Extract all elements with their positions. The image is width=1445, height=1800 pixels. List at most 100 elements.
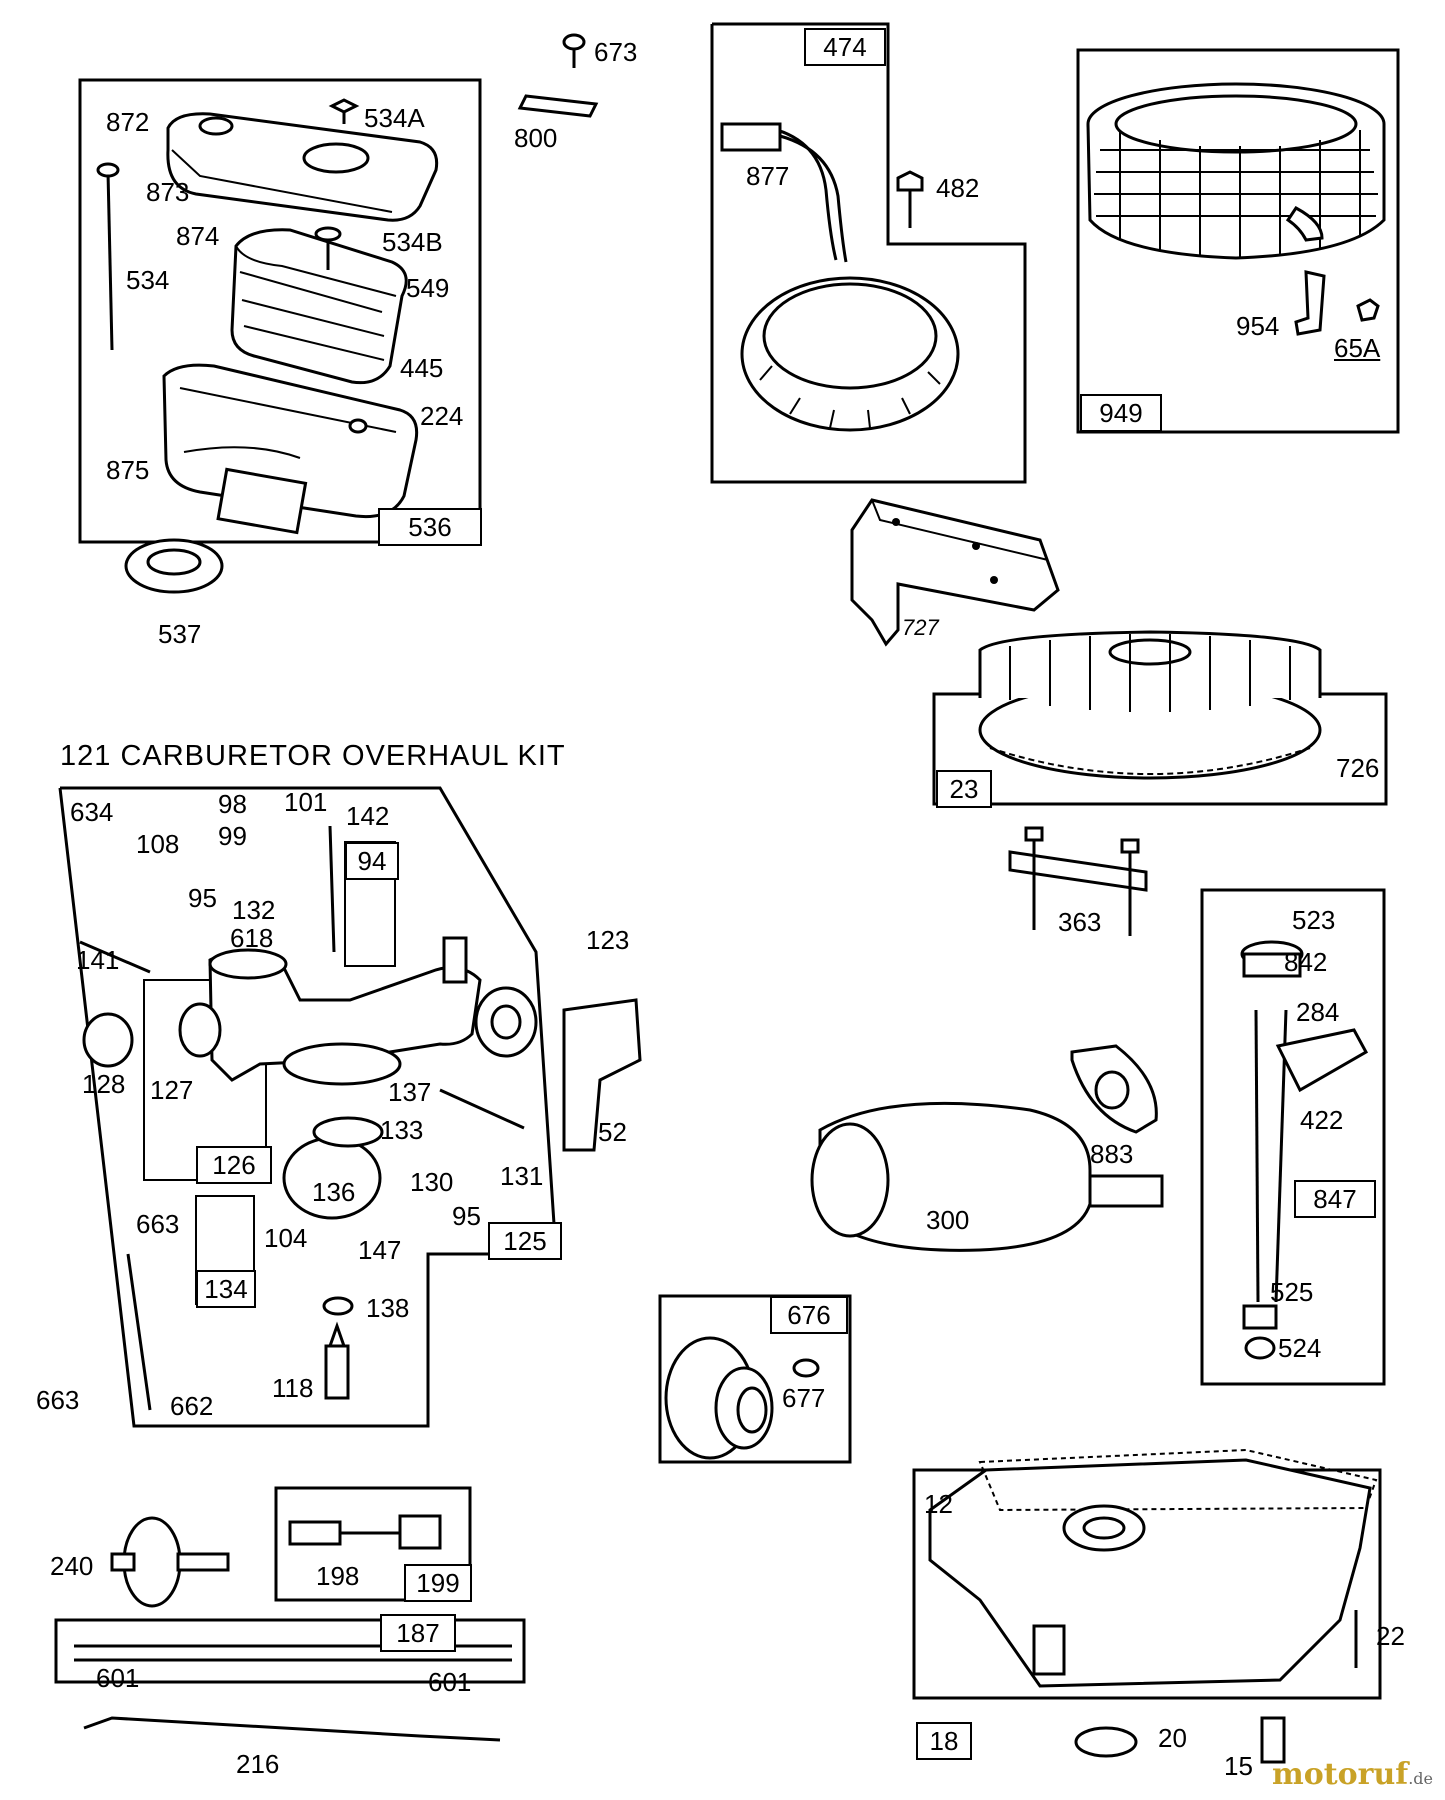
callout-727: 727 [902, 615, 939, 640]
callout-601-right: 601 [428, 1667, 472, 1697]
needle-valve-118-drawing [324, 1321, 350, 1400]
callout-224: 224 [420, 401, 464, 431]
callout-132: 132 [232, 895, 276, 925]
watermark-tld: .de [1408, 1769, 1433, 1788]
callout-534b: 534B [382, 227, 443, 257]
screw-673-drawing [562, 33, 586, 68]
callout-20: 20 [1158, 1723, 1187, 1753]
callout-445: 445 [400, 353, 444, 383]
link-216-drawing [83, 1716, 501, 1742]
callout-95-upper: 95 [188, 883, 217, 913]
box-label-949: 949 [1080, 394, 1162, 432]
callout-104: 104 [264, 1223, 308, 1253]
callout-147: 147 [358, 1235, 402, 1265]
watermark-logo: motoruf.de [1272, 1757, 1433, 1792]
callout-52: 52 [598, 1117, 627, 1147]
flywheel-726-drawing [978, 630, 1322, 780]
gasket-883-drawing [1070, 1044, 1158, 1134]
fuel-filter-240-drawing [110, 1516, 230, 1608]
needle-142-drawing [328, 825, 336, 953]
callout-136: 136 [312, 1177, 356, 1207]
callout-673: 673 [594, 37, 638, 67]
air-cleaner-cover-drawing [166, 98, 439, 222]
callout-842: 842 [1284, 947, 1328, 977]
callout-883: 883 [1090, 1139, 1134, 1169]
callout-618: 618 [230, 923, 274, 953]
screw-677-drawing [792, 1358, 820, 1378]
callout-284: 284 [1296, 997, 1340, 1027]
callout-537: 537 [158, 619, 202, 649]
callout-663-upper: 663 [136, 1209, 180, 1239]
box-label-847: 847 [1294, 1180, 1376, 1218]
callout-131: 131 [500, 1161, 544, 1191]
carburetor-kit-title: 121 CARBURETOR OVERHAUL KIT [60, 740, 566, 772]
callout-118: 118 [272, 1373, 314, 1403]
callout-138: 138 [366, 1293, 410, 1323]
frame-536 [78, 78, 482, 544]
blower-housing-727-drawing [850, 498, 1060, 647]
frame-949 [1076, 48, 1400, 434]
shaft-141-drawing [79, 940, 151, 974]
box-label-126: 126 [196, 1146, 272, 1184]
callout-12: 12 [924, 1489, 953, 1519]
seal-537-drawing [124, 538, 224, 594]
callout-534a: 534A [364, 103, 425, 133]
callout-601-left: 601 [96, 1663, 140, 1693]
link-662-drawing [126, 1253, 152, 1411]
callout-65a: 65A [1334, 333, 1381, 363]
callout-142: 142 [346, 801, 390, 831]
frame-676 [658, 1294, 852, 1464]
box-label-536: 536 [378, 508, 482, 546]
callout-634: 634 [70, 797, 114, 827]
callout-663-lower: 663 [36, 1385, 80, 1415]
callout-873: 873 [146, 177, 190, 207]
callout-95-lower: 95 [452, 1201, 481, 1231]
oil-seal-676-drawing [664, 1336, 774, 1460]
callout-98: 98 [218, 789, 247, 819]
callout-363: 363 [1058, 907, 1102, 937]
box-label-187: 187 [380, 1614, 456, 1652]
box-label-125: 125 [488, 1222, 562, 1260]
callout-549: 549 [406, 273, 450, 303]
callout-482: 482 [936, 173, 980, 203]
screw-482-drawing [896, 170, 924, 228]
box-label-199: 199 [404, 1564, 472, 1602]
dipstick-tube-drawing [1240, 940, 1369, 1360]
crankcase-cover-drawing [928, 1448, 1378, 1688]
frame-474 [710, 22, 1027, 484]
box-label-23: 23 [936, 770, 992, 808]
callout-872: 872 [106, 107, 150, 137]
gasket-52-drawing [562, 998, 642, 1152]
frame-198-199 [274, 1486, 472, 1602]
clip-954-drawing [1294, 270, 1380, 336]
callout-127: 127 [150, 1075, 194, 1105]
callout-662: 662 [170, 1391, 214, 1421]
air-filter-cartridge-drawing [230, 226, 408, 385]
callout-141: 141 [76, 945, 120, 975]
box-label-474: 474 [804, 28, 886, 66]
callout-523: 523 [1292, 905, 1336, 935]
callout-954: 954 [1236, 311, 1280, 341]
bushing-128-drawing [82, 1012, 134, 1068]
alternator-stator-drawing [720, 122, 960, 432]
air-cleaner-stud-drawing [96, 162, 120, 351]
callout-240: 240 [50, 1551, 94, 1581]
spring-133-drawing [312, 1116, 384, 1148]
fittings-drawing [288, 1514, 442, 1550]
muffler-300-drawing [810, 1101, 1164, 1252]
watermark-text: motoruf [1272, 1757, 1409, 1792]
callout-525: 525 [1270, 1277, 1314, 1307]
callout-99: 99 [218, 821, 247, 851]
callout-22: 22 [1376, 1621, 1405, 1651]
callout-726: 726 [1336, 753, 1380, 783]
air-cleaner-base-drawing [162, 363, 419, 535]
frame-125 [58, 786, 558, 1428]
box-label-676: 676 [770, 1296, 848, 1334]
rotating-screen-drawing [1086, 82, 1386, 260]
callout-15: 15 [1224, 1751, 1253, 1781]
callout-300: 300 [926, 1205, 970, 1235]
washer-20-drawing [1074, 1726, 1138, 1758]
callout-133: 133 [380, 1115, 424, 1145]
callout-875: 875 [106, 455, 150, 485]
